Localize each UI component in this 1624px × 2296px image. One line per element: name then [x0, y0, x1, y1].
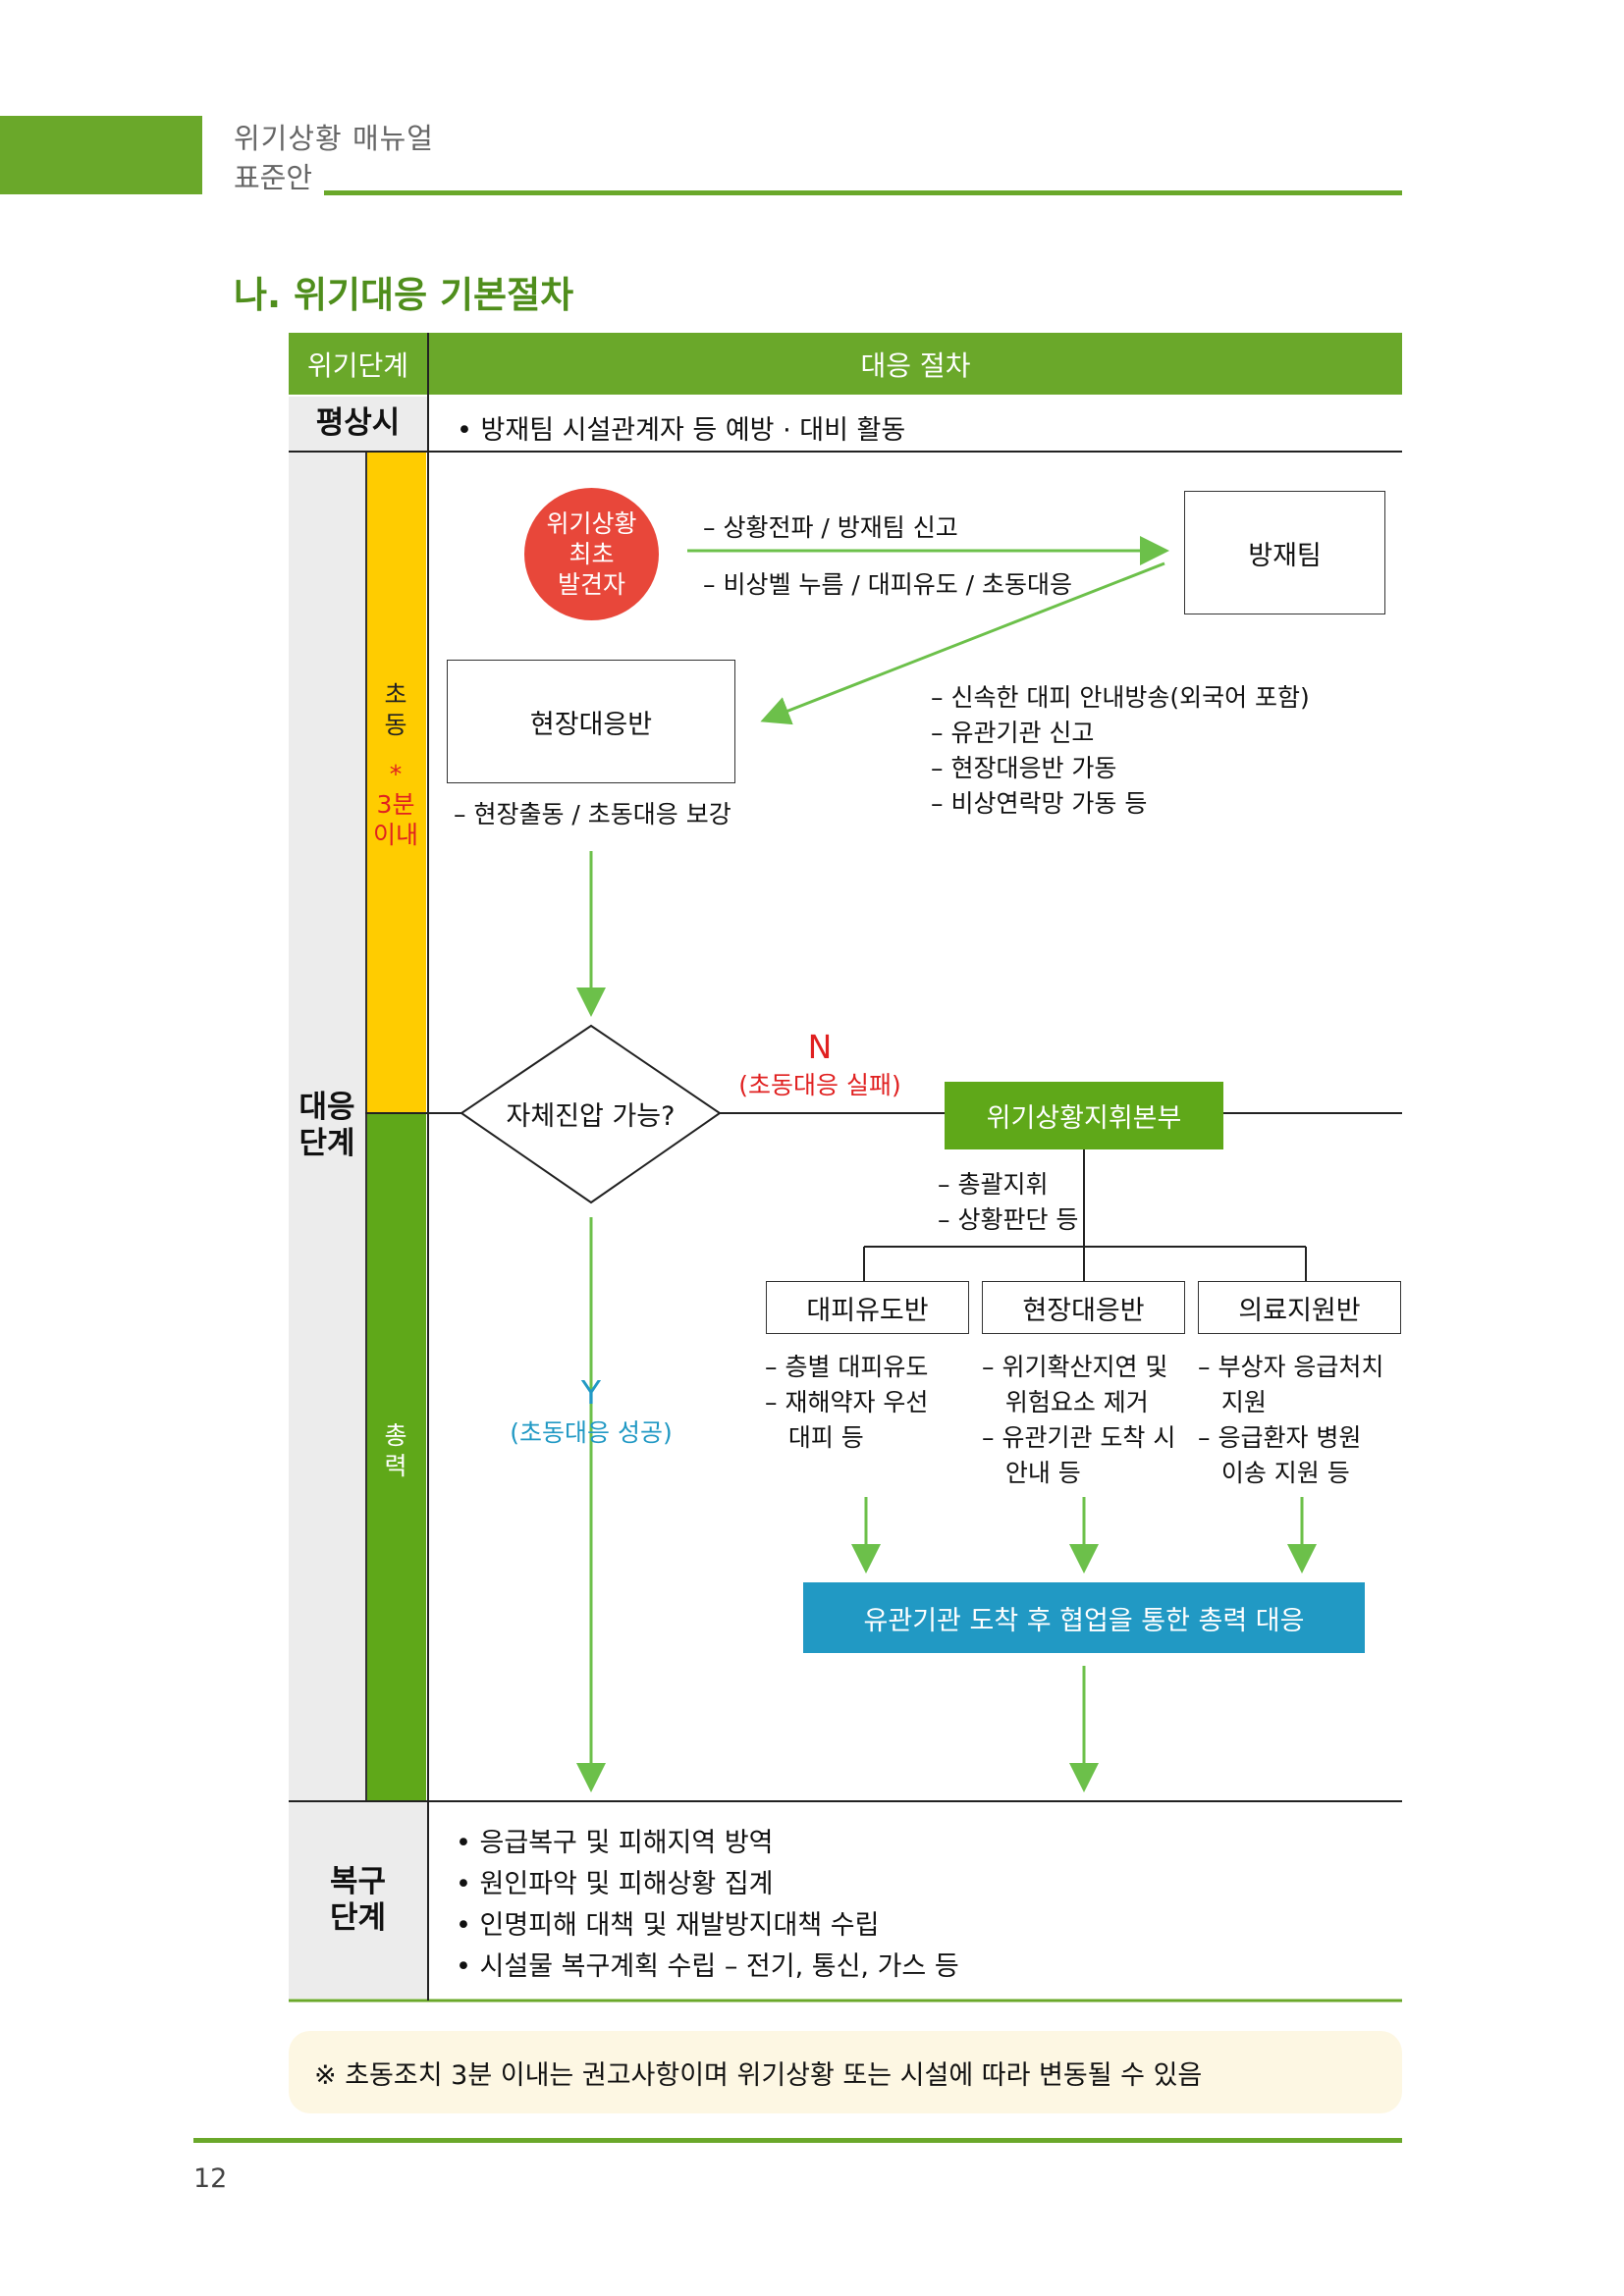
yes-branch-label: Y — [580, 1372, 602, 1412]
cooperation-box: 유관기관 도착 후 협업을 통한 총력 대응 — [803, 1582, 1365, 1653]
team-task: – 비상연락망 가동 등 — [931, 789, 1148, 818]
peacetime-text: • 방재팀 시설관계자 등 예방 · 대비 활동 — [457, 415, 906, 446]
team-task: – 유관기관 신고 — [931, 719, 1095, 747]
header-title: 위기상황 매뉴얼 — [234, 122, 434, 155]
field2-task: – 위기확산지연 및 — [982, 1353, 1168, 1381]
evac-task: 대피 등 — [765, 1423, 864, 1452]
header-accent-tab — [0, 116, 202, 194]
initial-star: * — [389, 759, 403, 788]
advisory-note: ※ 초동조치 3분 이내는 권고사항이며 위기상황 또는 시설에 따라 변동될 … — [289, 2031, 1402, 2113]
recovery-stage-label: 복구 단계 — [289, 1802, 427, 1999]
arrow-label-alarm: – 비상벨 누름 / 대피유도 / 초동대응 — [703, 570, 1073, 599]
first-discoverer-node: 위기상황 최초 발견자 — [524, 488, 659, 620]
decision-node-label: 자체진압 가능? — [506, 1100, 676, 1132]
no-branch-note: (초동대응 실패) — [738, 1071, 901, 1099]
field2-task: 위험요소 제거 — [982, 1388, 1149, 1416]
initial-response-band — [365, 453, 426, 1114]
initial-time-2: 이내 — [372, 821, 418, 849]
total-label-2: 력 — [384, 1452, 407, 1481]
col-header-stage: 위기단계 — [289, 333, 427, 395]
field2-task: 안내 등 — [982, 1459, 1081, 1487]
initial-label-2: 동 — [384, 711, 407, 740]
recovery-item: • 시설물 복구계획 수립 – 전기, 통신, 가스 등 — [456, 1951, 959, 1982]
discoverer-line-2: 최초 — [568, 539, 615, 568]
disaster-team-box: 방재팀 — [1184, 491, 1385, 614]
evac-task: – 재해약자 우선 — [765, 1388, 929, 1416]
recovery-item: • 응급복구 및 피해지역 방역 — [456, 1828, 774, 1858]
initial-response-label: 초 동 * 3분 이내 — [365, 679, 426, 850]
recovery-item: • 인명피해 대책 및 재발방지대책 수립 — [456, 1910, 880, 1941]
evac-task: – 층별 대피유도 — [765, 1353, 929, 1381]
team-task: – 현장대응반 가동 — [931, 754, 1117, 782]
header-rule — [324, 190, 1402, 195]
response-stage-column — [289, 453, 365, 1800]
medical-task: – 부상자 응급처치 — [1198, 1353, 1384, 1381]
team-task: – 신속한 대피 안내방송(외국어 포함) — [931, 683, 1310, 712]
peacetime-label: 평상시 — [289, 397, 427, 451]
discoverer-line-1: 위기상황 — [546, 508, 637, 538]
recovery-label-2: 단계 — [329, 1900, 387, 1936]
medical-task: 지원 — [1198, 1388, 1267, 1416]
total-label-1: 총 — [384, 1421, 407, 1450]
command-hq-box: 위기상황지휘본부 — [945, 1082, 1223, 1149]
discoverer-line-3: 발견자 — [557, 570, 625, 600]
response-label-1: 대응 — [298, 1089, 355, 1125]
page-number: 12 — [193, 2163, 228, 2194]
no-branch-label: N — [807, 1027, 833, 1066]
evacuation-team-box: 대피유도반 — [766, 1281, 969, 1334]
medical-team-box: 의료지원반 — [1198, 1281, 1401, 1334]
arrow-label-report: – 상황전파 / 방재팀 신고 — [703, 513, 958, 542]
total-response-label: 총 력 — [365, 1420, 426, 1482]
recovery-label-1: 복구 — [329, 1863, 387, 1899]
footer-rule — [193, 2138, 1402, 2143]
response-label-2: 단계 — [298, 1126, 355, 1161]
field-team-box: 현장대응반 — [447, 660, 735, 783]
header-subtitle: 표준안 — [234, 161, 313, 194]
field-team2-box: 현장대응반 — [982, 1281, 1185, 1334]
hq-task: – 상황판단 등 — [938, 1205, 1079, 1234]
field-dispatch-note: – 현장출동 / 초동대응 보강 — [454, 800, 731, 828]
response-stage-label: 대응 단계 — [289, 1082, 365, 1170]
total-response-band — [365, 1114, 426, 1800]
recovery-item: • 원인파악 및 피해상황 집계 — [456, 1869, 774, 1899]
yes-branch-note: (초동대응 성공) — [510, 1418, 673, 1447]
col-header-procedure: 대응 절차 — [429, 333, 1402, 395]
field2-task: – 유관기관 도착 시 — [982, 1423, 1176, 1452]
medical-task: – 응급환자 병원 — [1198, 1423, 1362, 1452]
initial-label-1: 초 — [384, 680, 407, 709]
medical-task: 이송 지원 등 — [1198, 1459, 1350, 1487]
section-title: 나. 위기대응 기본절차 — [234, 274, 574, 316]
initial-time-1: 3분 — [376, 789, 415, 819]
hq-task: – 총괄지휘 — [938, 1170, 1049, 1199]
